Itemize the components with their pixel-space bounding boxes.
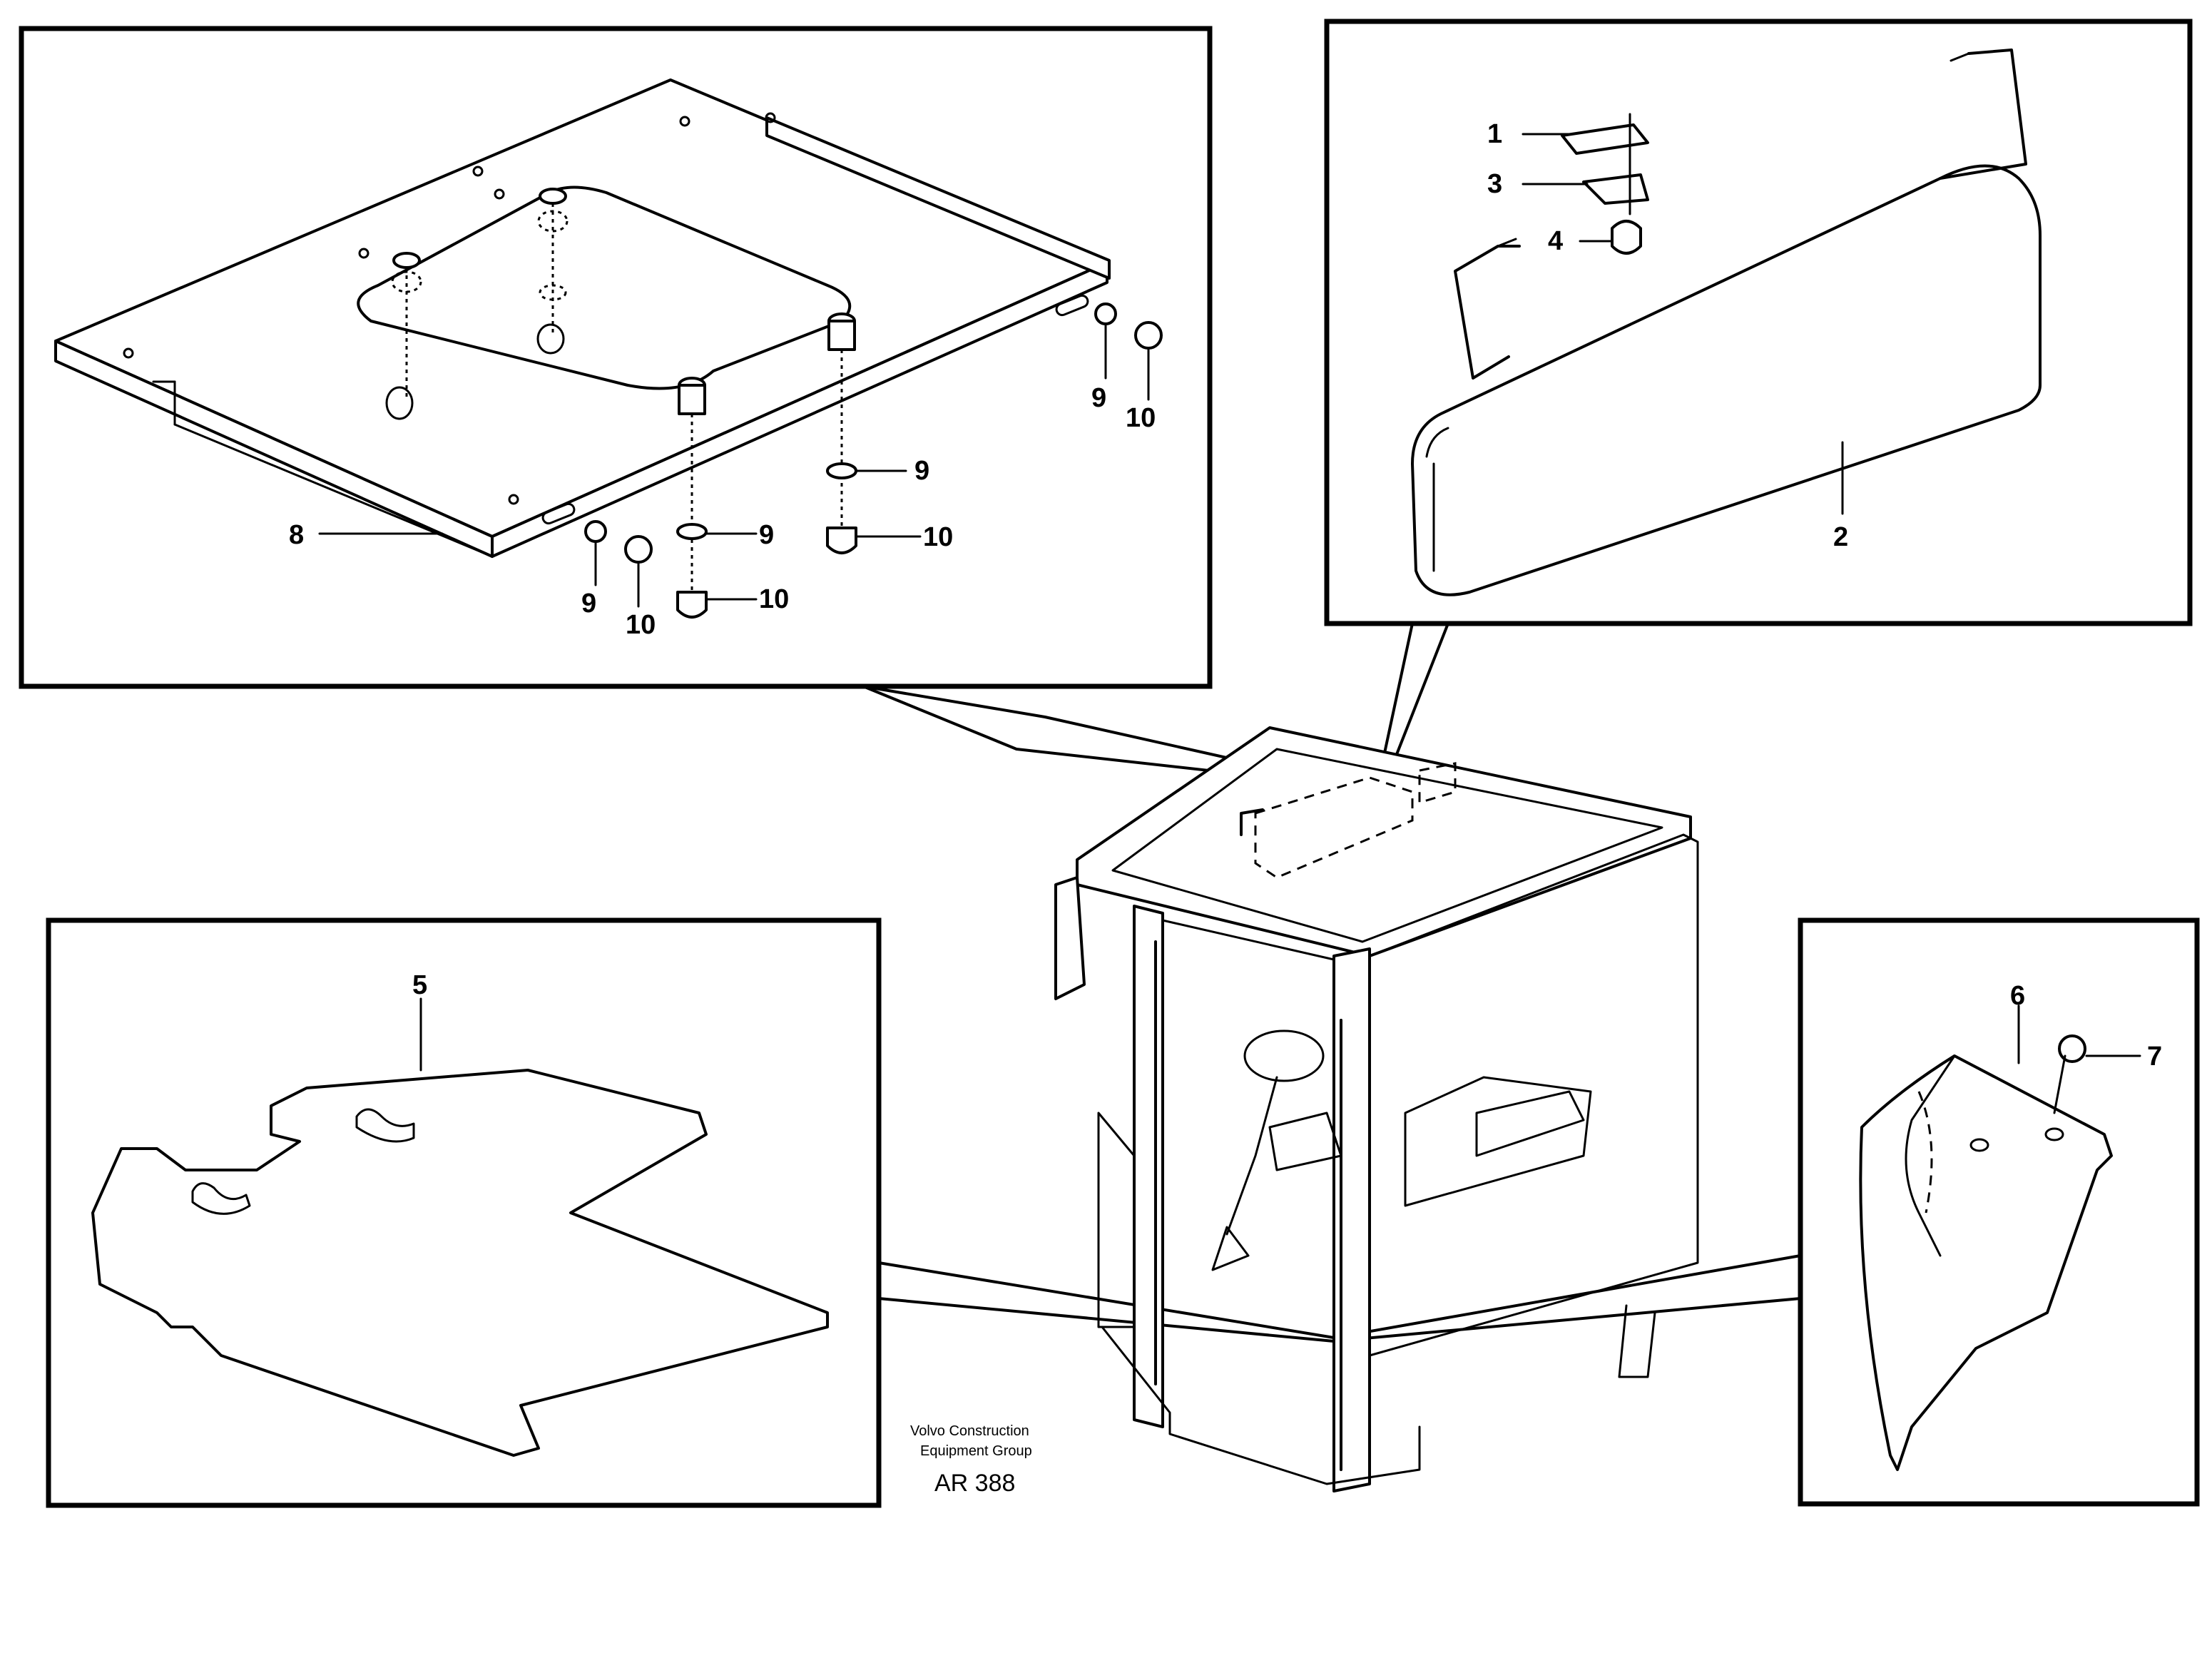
floor-mat-panel-frame [46, 917, 882, 1508]
callout-8: 8 [289, 520, 304, 550]
callout-10-left: 10 [626, 610, 656, 640]
roof-panel: 8 9 10 9 10 9 10 9 10 [19, 26, 1213, 689]
floor-mat-drawing [91, 997, 829, 1457]
sun-visor-panel: 1 3 4 2 [1324, 19, 2193, 626]
cover-panel-frame [1798, 917, 2200, 1507]
sun-visor-drawing [1411, 49, 2042, 596]
roof-panel-frame [19, 26, 1213, 689]
callout-9-mid: 9 [914, 456, 929, 486]
credit-company-line1: Volvo Construction [910, 1423, 1029, 1439]
cover-panel: 6 7 [1798, 917, 2200, 1507]
callout-7: 7 [2147, 1042, 2162, 1072]
callout-6: 6 [2010, 981, 2025, 1011]
credit-block: Volvo Construction Equipment Group AR 38… [910, 1423, 1032, 1497]
cab-overview [862, 622, 1802, 1492]
callout-10-right: 10 [1126, 403, 1156, 433]
floor-mat-panel: 5 [46, 917, 882, 1508]
callout-9-center: 9 [759, 520, 774, 550]
cover-drawing [1859, 1004, 2141, 1471]
roof-plate-drawing [54, 78, 1163, 619]
callout-1: 1 [1487, 119, 1502, 149]
callout-9-left: 9 [581, 589, 596, 619]
sun-visor-panel-frame [1324, 19, 2193, 626]
callout-9-right: 9 [1091, 383, 1106, 413]
credit-company-line2: Equipment Group [920, 1443, 1032, 1459]
callout-2: 2 [1833, 522, 1848, 552]
callout-5: 5 [412, 970, 427, 1000]
credit-reference: AR 388 [934, 1470, 1015, 1497]
callout-10-mid: 10 [923, 522, 953, 552]
callout-10-center: 10 [759, 584, 789, 614]
callout-3: 3 [1487, 169, 1502, 199]
callout-4: 4 [1548, 226, 1563, 256]
